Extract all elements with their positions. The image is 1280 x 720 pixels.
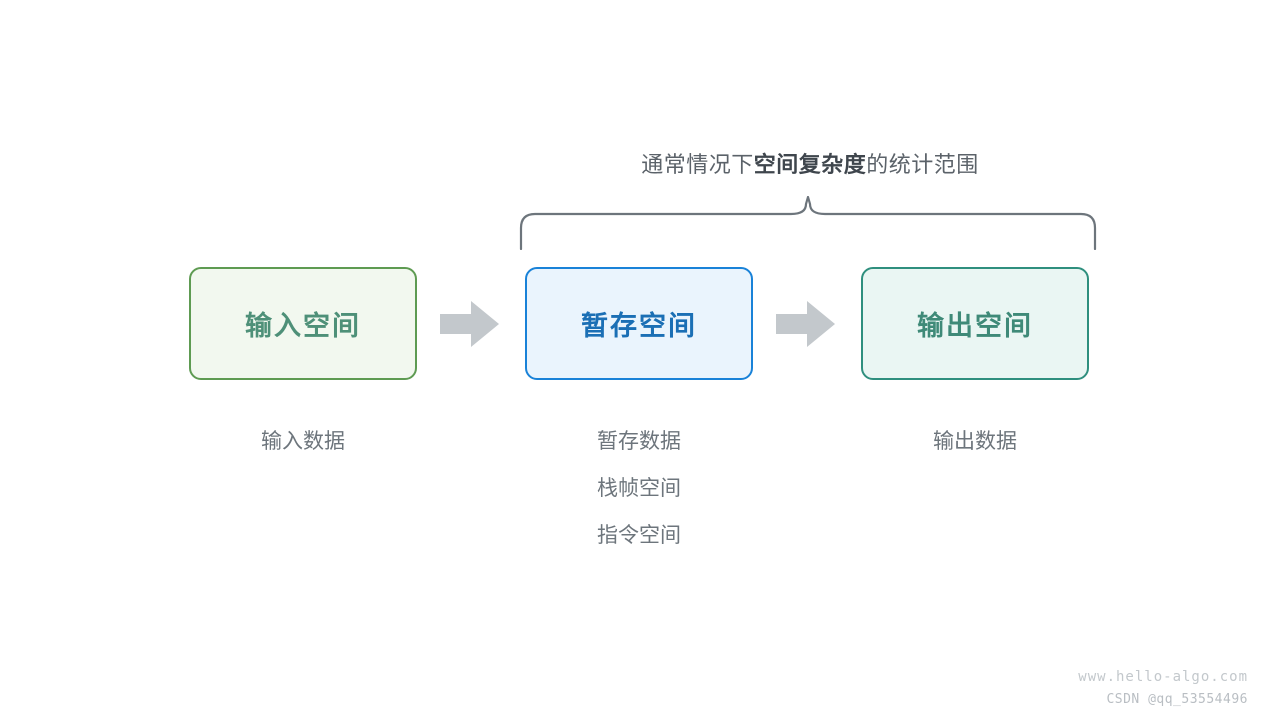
brace-caption-emphasis: 空间复杂度 bbox=[753, 152, 867, 177]
brace-caption: 通常情况下空间复杂度的统计范围 bbox=[510, 147, 1110, 179]
arrow-temp-to-output-icon bbox=[776, 301, 836, 347]
label-item: 指令空间 bbox=[597, 524, 681, 547]
brace-caption-prefix: 通常情况下 bbox=[641, 152, 754, 177]
box-temp-space-label: 暂存空间 bbox=[581, 311, 697, 341]
label-item: 输出数据 bbox=[933, 430, 1017, 453]
box-input-space: 输入空间 bbox=[189, 267, 417, 380]
watermark-csdn: CSDN @qq_53554496 bbox=[1106, 692, 1248, 707]
box-input-space-label: 输入空间 bbox=[245, 311, 361, 341]
label-item: 暂存数据 bbox=[597, 430, 681, 453]
box-output-space-label: 输出空间 bbox=[917, 311, 1033, 341]
brace-caption-suffix: 的统计范围 bbox=[866, 152, 979, 177]
labels-output-space: 输出数据 bbox=[835, 418, 1115, 465]
curly-brace bbox=[519, 195, 1097, 251]
box-temp-space: 暂存空间 bbox=[525, 267, 753, 380]
arrow-input-to-temp-icon bbox=[440, 301, 500, 347]
labels-temp-space: 暂存数据 栈帧空间 指令空间 bbox=[499, 418, 779, 559]
label-item: 输入数据 bbox=[261, 430, 345, 453]
watermark-site: www.hello-algo.com bbox=[1078, 669, 1248, 685]
label-item: 栈帧空间 bbox=[597, 477, 681, 500]
labels-input-space: 输入数据 bbox=[163, 418, 443, 465]
box-output-space: 输出空间 bbox=[861, 267, 1089, 380]
